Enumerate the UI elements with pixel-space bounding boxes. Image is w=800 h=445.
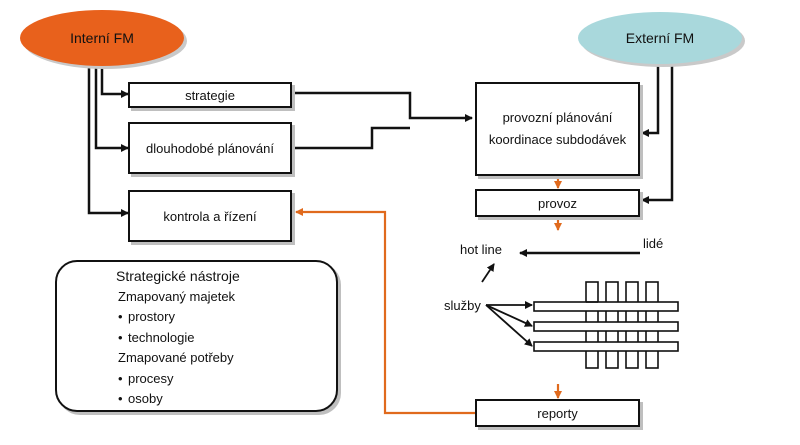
- strategie-box: strategie: [128, 82, 292, 108]
- arrow-internal-dlouhodobe: [94, 64, 129, 152]
- provoz-box: provoz: [475, 189, 640, 217]
- tools-item: prostory: [116, 307, 240, 328]
- dlouhodobe-planovani-box: dlouhodobé plánování: [128, 122, 292, 174]
- kontrola-rizeni-label: kontrola a řízení: [163, 208, 257, 224]
- provoz-label: provoz: [537, 195, 578, 211]
- arrow-reporty-kontrola: [295, 208, 475, 415]
- tools-group-majetek: Zmapovaný majetek: [118, 288, 236, 304]
- arrow-sluzby-bar2: [485, 304, 533, 327]
- tools-item: technologie: [116, 328, 240, 349]
- reporty-box: reporty: [475, 399, 640, 427]
- external-fm-label: Externí FM: [625, 30, 695, 46]
- arrow-internal-strategie: [100, 64, 129, 98]
- hot-line-label: hot line: [460, 242, 502, 257]
- tools-item: osoby: [116, 389, 240, 410]
- kontrola-rizeni-box: kontrola a řízení: [128, 190, 292, 242]
- arrow-internal-kontrola: [87, 64, 129, 217]
- internal-fm-node: Interní FM: [20, 10, 184, 66]
- arrow-sluzby-bar3: [485, 304, 533, 347]
- lide-label: lidé: [643, 236, 664, 251]
- services-grid: [533, 281, 679, 369]
- strategic-tools-title: Strategické nástroje: [116, 268, 240, 284]
- tools-item: procesy: [116, 369, 240, 390]
- grid-bar: [533, 321, 679, 332]
- strategie-label: strategie: [185, 87, 235, 103]
- arrow-strategie-provozni: [292, 91, 473, 122]
- koordinace-subdodavek-label: koordinace subdodávek: [488, 132, 627, 147]
- external-fm-node: Externí FM: [578, 12, 742, 64]
- internal-fm-label: Interní FM: [70, 30, 134, 46]
- strategic-tools-list: Strategické nástroje Zmapovaný majetek p…: [116, 266, 240, 410]
- dlouhodobe-planovani-label: dlouhodobé plánování: [146, 140, 274, 156]
- arrow-sluzby-hotline: [481, 263, 495, 283]
- sluzby-label: služby: [444, 298, 481, 313]
- grid-bar: [533, 301, 679, 312]
- provozni-planovani-box: provozní plánování koordinace subdodávek: [475, 82, 640, 176]
- tools-group-potreby: Zmapované potřeby: [118, 350, 234, 365]
- grid-bar: [533, 341, 679, 352]
- line-dlouhodobe-provozni: [292, 126, 410, 150]
- reporty-label: reporty: [537, 405, 578, 421]
- arrow-external-provozni: [641, 62, 660, 137]
- provozni-planovani-label: provozní plánování: [502, 110, 613, 125]
- arrow-external-provoz: [641, 62, 674, 204]
